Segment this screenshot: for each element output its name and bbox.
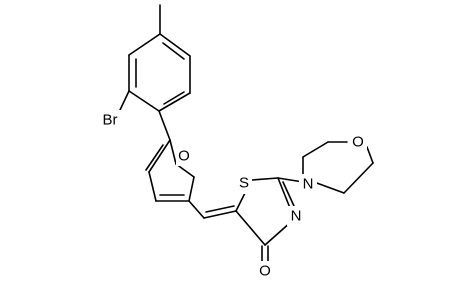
bond-furan-4: [188, 176, 195, 202]
bond-furan-double-1: [145, 144, 164, 171]
atom-thiazole-nitrogen: N: [291, 208, 302, 225]
bond-phenyl-furan: [158, 110, 171, 141]
bond-exocyclic-2: [205, 205, 235, 213]
bond-benz-double-3: [162, 42, 185, 60]
bond-furan-methine: [188, 200, 205, 219]
furan-ring: [145, 139, 195, 202]
bond-furan-2: [148, 171, 157, 202]
atom-furan-oxygen: O: [178, 148, 190, 165]
bond-furan-1: [148, 139, 171, 173]
bond-thiazole-double: [282, 181, 295, 207]
bond-thiazole-1: [235, 192, 246, 212]
atom-morpholine-nitrogen: N: [303, 176, 314, 193]
bond-morph-4: [366, 146, 374, 164]
bond-thiazole-5: [235, 210, 266, 246]
bond-morph-5: [343, 162, 374, 194]
bond-morph-2: [302, 141, 329, 158]
bond-exocyclic-1: [203, 210, 237, 219]
bond-benz-6: [159, 33, 191, 57]
bond-thiazole-morpholine: [277, 177, 304, 183]
bond-c-br: [119, 90, 130, 111]
bond-benz-double-2: [163, 91, 185, 105]
bond-benz-3: [128, 90, 160, 112]
bond-morph-6: [313, 181, 345, 194]
bond-thiazole-2: [251, 177, 279, 181]
atom-morpholine-oxygen: O: [352, 134, 364, 151]
bond-benz-1: [128, 33, 161, 56]
atom-carbonyl-oxygen: O: [259, 263, 271, 280]
benzene-ring: [128, 33, 191, 112]
bond-furan-5: [175, 163, 195, 178]
atom-bromine: Br: [103, 112, 118, 129]
bond-furan-6: [169, 139, 177, 165]
thiazolone-ring: [235, 177, 295, 246]
atom-thiazole-sulfur: S: [239, 175, 249, 192]
bond-benz-4: [158, 92, 191, 112]
